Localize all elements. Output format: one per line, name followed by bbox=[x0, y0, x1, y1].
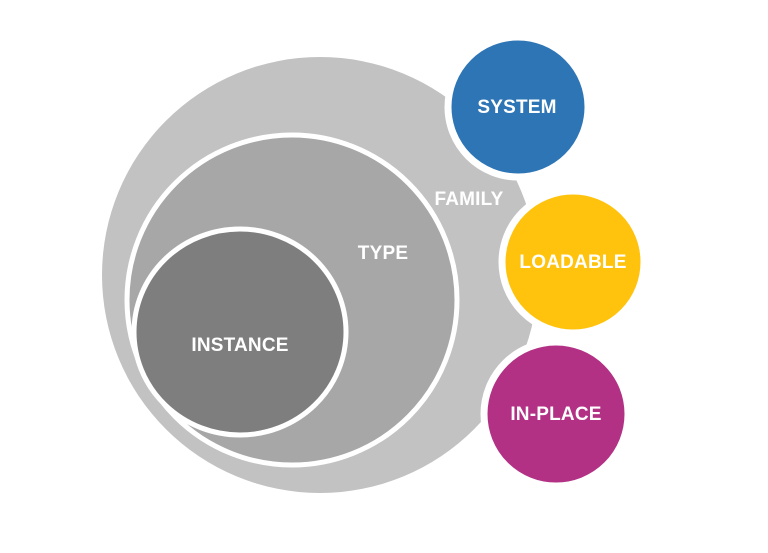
instance-circle bbox=[131, 226, 349, 438]
instance-label: INSTANCE bbox=[191, 335, 288, 356]
inplace-label: IN-PLACE bbox=[510, 404, 601, 425]
family-label: FAMILY bbox=[434, 189, 503, 210]
loadable-label: LOADABLE bbox=[519, 252, 626, 273]
system-circle bbox=[444, 33, 592, 181]
type-label: TYPE bbox=[358, 243, 408, 264]
inplace-circle bbox=[480, 338, 632, 490]
system-label: SYSTEM bbox=[477, 97, 556, 118]
loadable-circle bbox=[498, 187, 648, 337]
